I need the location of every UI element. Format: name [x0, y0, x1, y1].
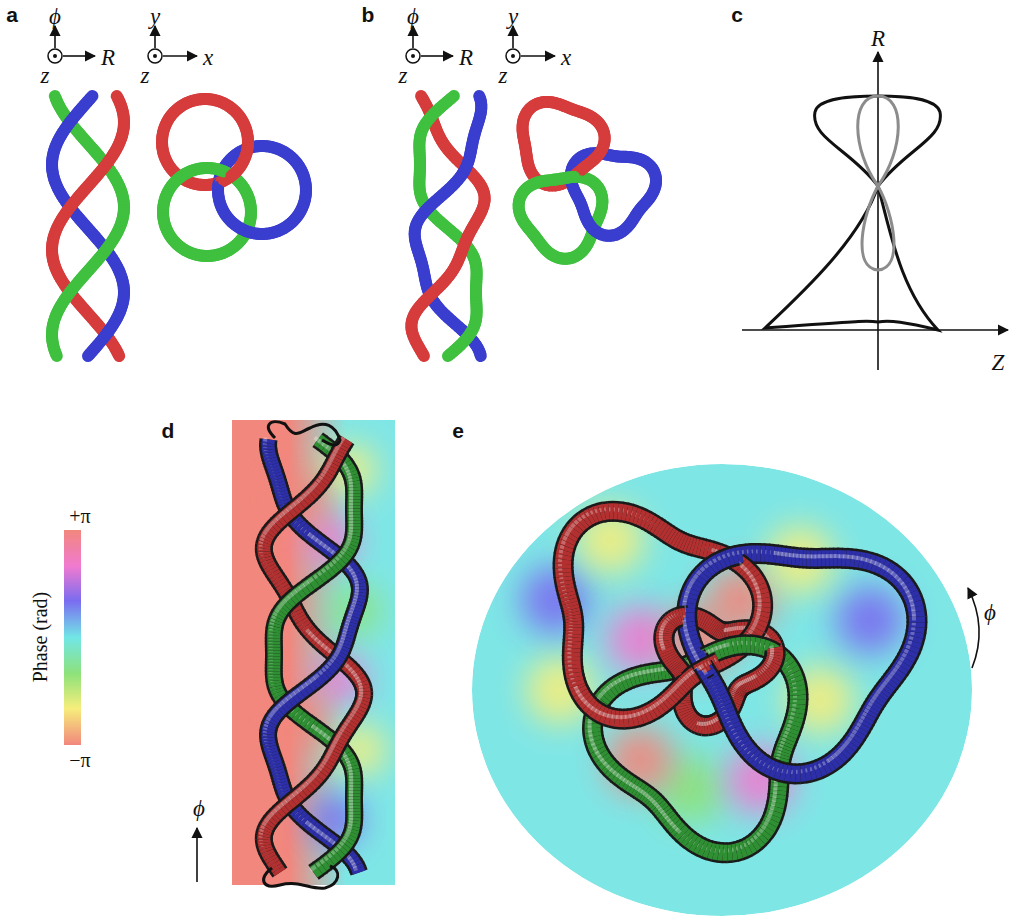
- out-of-plane-symbol: [53, 54, 57, 58]
- braid-panel-b: [411, 96, 656, 356]
- strand-segment: [88, 354, 90, 356]
- strand-body: [86, 270, 89, 273]
- strand-segment: [421, 96, 423, 99]
- strand-segment: [304, 178, 305, 181]
- strand-body: [118, 354, 119, 356]
- strand-segment: [174, 110, 176, 112]
- strand-segment: [85, 186, 88, 189]
- strand-segment: [193, 254, 196, 255]
- out-of-plane-symbol: [411, 54, 415, 58]
- strand-segment: [449, 186, 452, 189]
- strand-body: [87, 99, 90, 102]
- braid-panel-a: [52, 96, 306, 356]
- strand-body: [193, 254, 196, 255]
- out-of-plane-symbol: [153, 54, 157, 58]
- strand-body: [88, 354, 90, 356]
- strand-segment: [448, 354, 450, 356]
- strand-body: [174, 110, 176, 112]
- strand-segment: [86, 270, 89, 273]
- strand-body: [449, 186, 452, 189]
- strand-segment: [219, 199, 220, 202]
- strand-body: [421, 96, 423, 99]
- axis-icons: [48, 26, 555, 63]
- strand-body: [304, 178, 305, 181]
- strand-body: [218, 169, 221, 170]
- strand-segment: [118, 354, 119, 356]
- strand-segment: [234, 172, 236, 174]
- strand-body: [219, 199, 220, 202]
- strand-segment: [451, 270, 453, 273]
- strand-body: [447, 99, 451, 102]
- out-of-plane-symbol: [511, 54, 515, 58]
- strand-body: [85, 186, 88, 189]
- strand-segment: [55, 96, 56, 99]
- strand-body: [234, 172, 236, 174]
- strand-body: [448, 354, 450, 356]
- strand-segment: [447, 99, 451, 102]
- strand-body: [55, 96, 56, 99]
- strand-body: [451, 270, 453, 273]
- strand-segment: [218, 169, 221, 170]
- strand-segment: [87, 99, 90, 102]
